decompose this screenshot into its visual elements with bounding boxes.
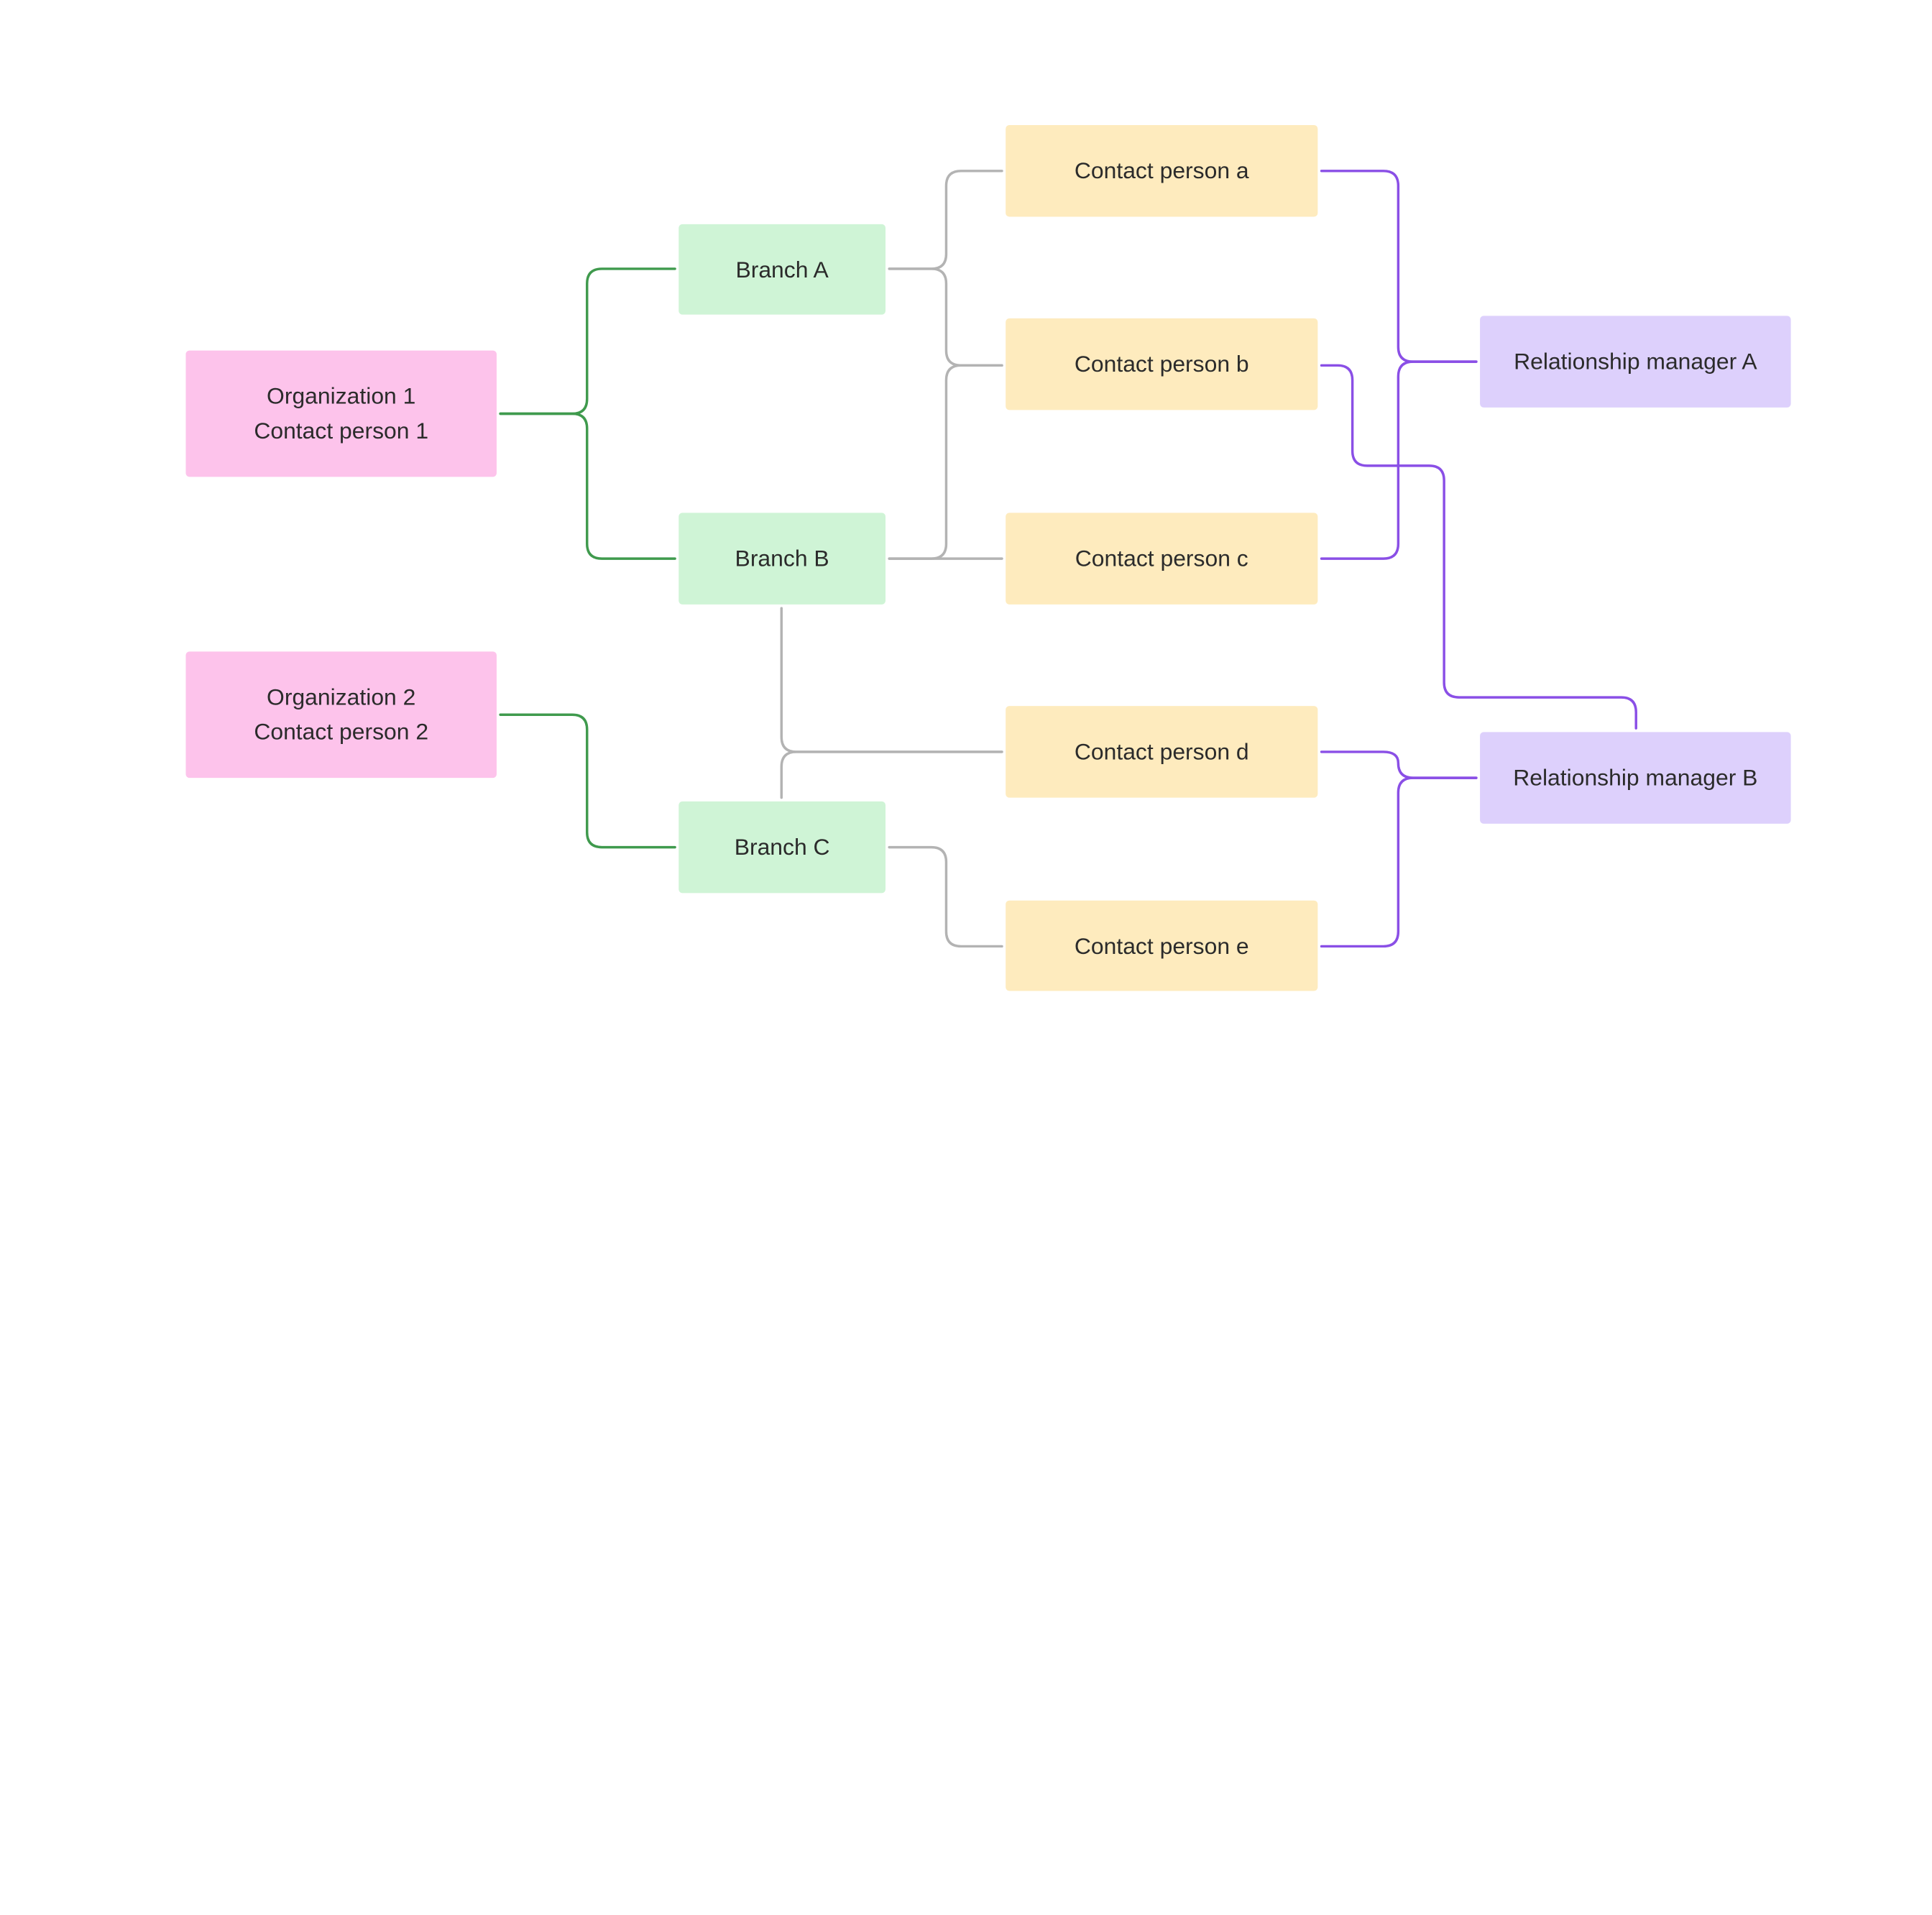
contact-e-node[interactable]: Contact person e [1006,900,1318,991]
edge-contact-b-manager-b [1320,364,1637,730]
branch-b-node[interactable]: Branch B [678,513,886,605]
branch-c-node[interactable]: Branch C [678,801,886,894]
edge-branch-c-contact-d [780,750,1003,799]
contact-d-label: Contact person d [1074,738,1249,765]
organization-1-node[interactable]: Organization 1 Contact person 1 [185,350,497,477]
edge-branch-a-contact-b [888,267,1003,367]
organization-2-contact: Contact person 2 [254,718,429,745]
organization-1-contact: Contact person 1 [254,417,429,444]
branch-b-label: Branch B [735,545,829,571]
edge-contact-a-manager-a [1320,170,1478,363]
edge-org1-branch-a [499,267,676,415]
contact-a-node[interactable]: Contact person a [1006,125,1318,217]
edge-org2-branch-c [499,713,676,849]
branch-a-label: Branch A [735,255,829,283]
edge-contact-c-manager-a [1320,360,1478,560]
edge-branch-c-contact-e [888,845,1003,948]
contact-c-node[interactable]: Contact person c [1006,513,1318,605]
organization-2-node[interactable]: Organization 2 Contact person 2 [185,651,497,779]
organization-1-name: Organization 1 [267,382,416,409]
contact-e-label: Contact person e [1074,932,1249,958]
edge-org1-branch-b [499,412,676,560]
relationship-manager-b-node[interactable]: Relationship manager B [1480,732,1791,824]
relationship-manager-a-label: Relationship manager A [1514,348,1757,375]
edge-contact-e-manager-b [1320,776,1478,948]
contact-b-label: Contact person b [1074,350,1249,377]
branch-a-node[interactable]: Branch A [678,224,886,315]
edge-branch-a-contact-a [888,170,1003,270]
edge-branch-b-contact-d [780,607,1003,753]
contact-b-node[interactable]: Contact person b [1006,318,1318,410]
relationship-manager-b-label: Relationship manager B [1513,764,1758,791]
contact-d-node[interactable]: Contact person d [1006,706,1318,798]
contact-c-label: Contact person c [1075,545,1248,571]
organization-2-name: Organization 2 [267,684,416,710]
edge-branch-b-contact-b [888,364,1003,560]
relationship-manager-a-node[interactable]: Relationship manager A [1480,316,1791,408]
contact-a-label: Contact person a [1074,157,1249,184]
edge-contact-d-manager-b [1320,750,1478,779]
connector-layer [499,170,1637,948]
branch-c-label: Branch C [734,833,830,860]
